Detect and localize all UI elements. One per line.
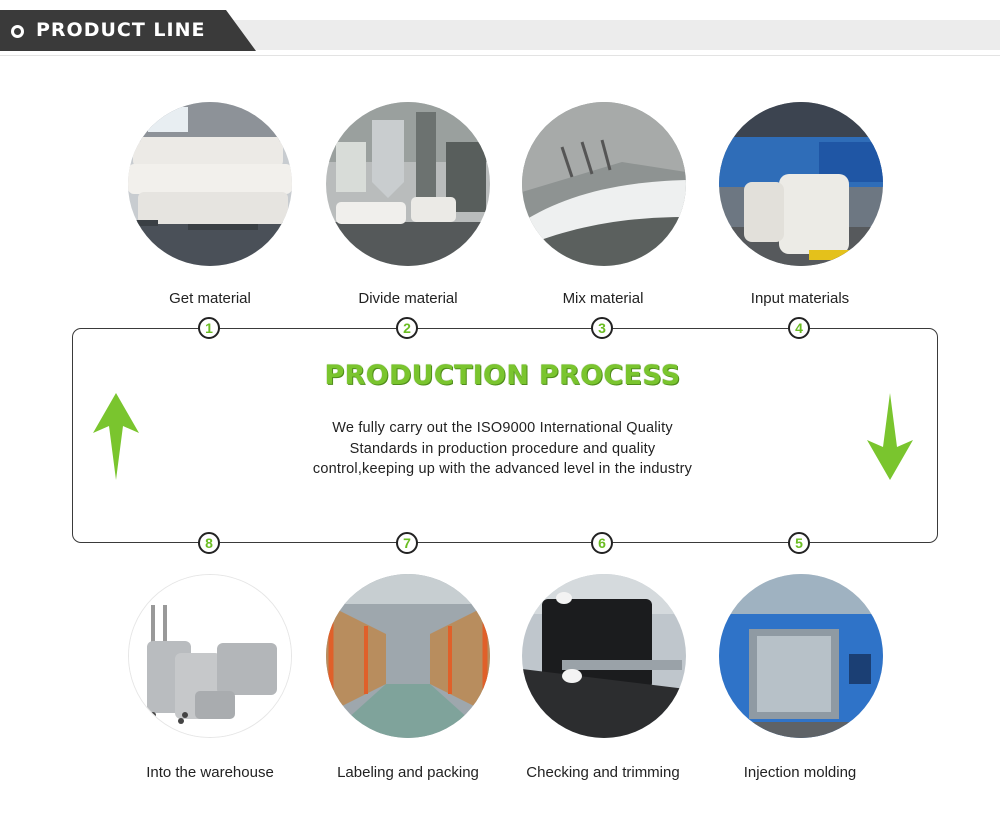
photo-input-materials xyxy=(719,102,883,266)
step-number-7: 7 xyxy=(396,532,418,554)
photo-divide-material xyxy=(326,102,490,266)
step-label-1: Get material xyxy=(169,290,251,307)
step-number-2: 2 xyxy=(396,317,418,339)
step-label-8: Into the warehouse xyxy=(146,764,274,781)
step-label-5: Injection molding xyxy=(743,764,857,781)
process-description: We fully carry out the ISO9000 Internati… xyxy=(312,420,693,477)
circle-icon xyxy=(11,25,24,38)
process-title: PRODUCTION PROCESS xyxy=(324,360,681,391)
process-frame xyxy=(72,328,938,543)
photo-into-warehouse xyxy=(128,574,292,738)
step-number-5: 5 xyxy=(788,532,810,554)
step-label-3: Mix material xyxy=(562,290,644,307)
step-number-1: 1 xyxy=(198,317,220,339)
photo-mix-material xyxy=(522,102,686,266)
step-number-6: 6 xyxy=(591,532,613,554)
step-number-3: 3 xyxy=(591,317,613,339)
photo-injection-molding xyxy=(719,574,883,738)
photo-get-material xyxy=(128,102,292,266)
step-number-4: 4 xyxy=(788,317,810,339)
photo-labeling-packing xyxy=(326,574,490,738)
step-label-6: Checking and trimming xyxy=(526,764,680,781)
header-divider xyxy=(0,55,1000,56)
section-title: PRODUCT LINE xyxy=(36,19,206,41)
header-tab xyxy=(0,10,256,51)
arrow-up-icon xyxy=(93,393,139,480)
step-label-2: Divide material xyxy=(358,290,458,307)
arrow-down-icon xyxy=(867,393,913,480)
step-label-4: Input materials xyxy=(750,290,850,307)
photo-checking-trimming xyxy=(522,574,686,738)
step-number-8: 8 xyxy=(198,532,220,554)
step-label-7: Labeling and packing xyxy=(337,764,479,781)
